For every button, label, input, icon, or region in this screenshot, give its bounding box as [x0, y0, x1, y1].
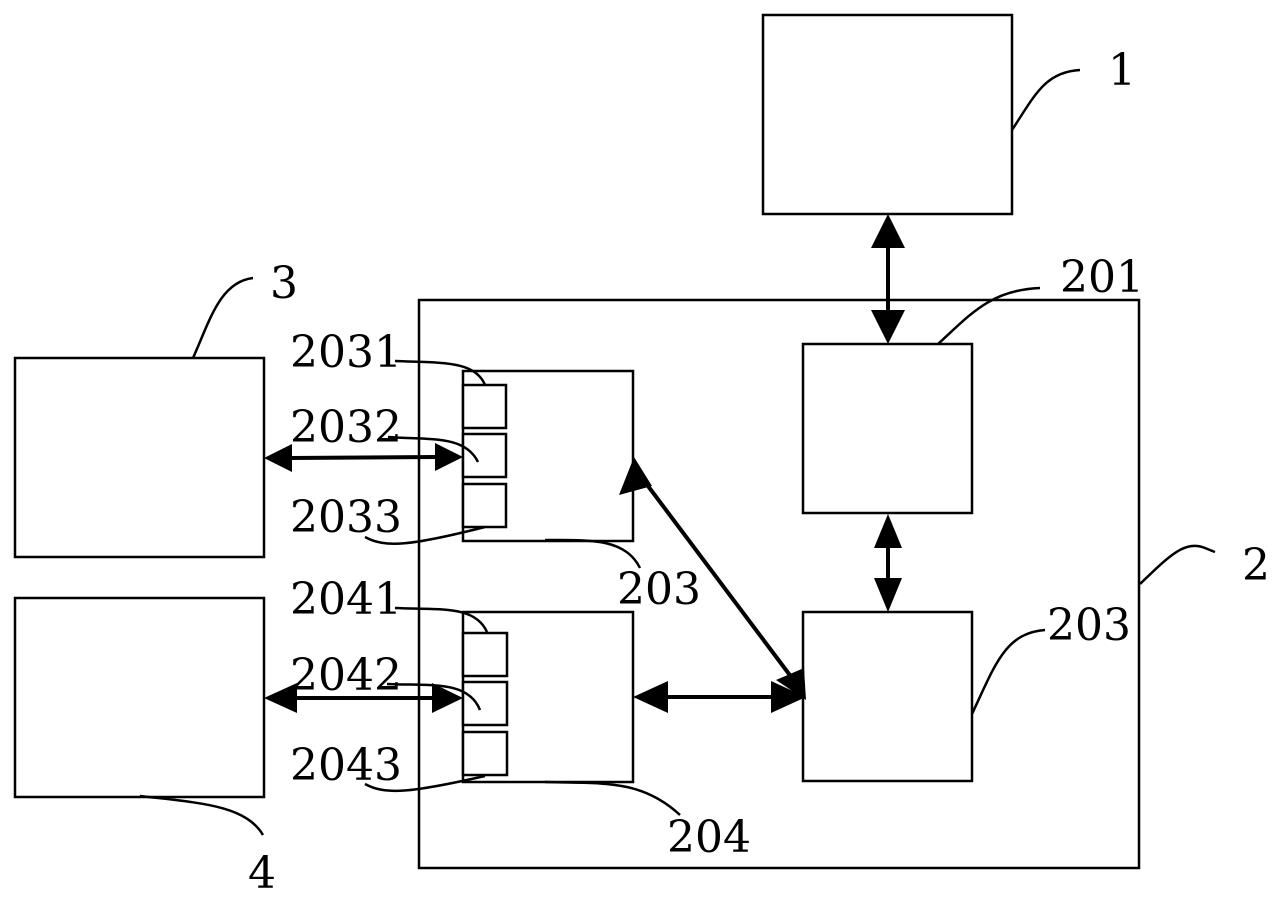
- leader-box-4: [139, 794, 265, 836]
- box-3: [13, 356, 266, 559]
- label-port-2042: 2042: [290, 650, 402, 701]
- label-module-203-left: 203: [617, 564, 701, 615]
- label-box-1: 1: [1108, 45, 1136, 96]
- label-port-2033: 2033: [290, 492, 402, 543]
- module-201: [801, 342, 974, 515]
- port-2033: [461, 482, 508, 529]
- leader-module-204: [544, 780, 681, 816]
- leader-port-2043: [364, 774, 486, 793]
- arrow-204-203: [633, 681, 806, 713]
- label-module-201: 201: [1060, 252, 1144, 303]
- label-box-3: 3: [270, 258, 298, 309]
- leader-module-203-left: [544, 538, 642, 569]
- leader-box-1: [1010, 68, 1081, 131]
- port-2043: [461, 730, 509, 777]
- module-203-right: [801, 610, 974, 783]
- port-2032: [461, 432, 508, 479]
- label-port-2032: 2032: [290, 402, 402, 453]
- label-box-4: 4: [248, 848, 276, 899]
- arrow-201-203: [874, 514, 902, 612]
- arrow-203left-203right: [619, 457, 806, 700]
- leader-port-2033: [364, 525, 486, 545]
- port-2042: [461, 680, 509, 727]
- label-port-2041: 2041: [290, 574, 402, 625]
- arrow-1-201: [871, 214, 905, 344]
- label-port-2043: 2043: [290, 740, 402, 791]
- leader-port-2042: [386, 682, 482, 711]
- leader-box-2: [1139, 544, 1216, 585]
- label-module-204: 204: [667, 812, 751, 863]
- leader-port-2041: [394, 606, 489, 633]
- leader-module-203-right: [970, 628, 1046, 715]
- arrow-4-2042: [264, 683, 463, 713]
- label-box-2: 2: [1242, 540, 1270, 591]
- box-4: [13, 596, 266, 799]
- port-2041: [461, 631, 509, 678]
- arrow-3-2032: [264, 443, 463, 472]
- leader-port-2031: [394, 359, 487, 386]
- port-2031: [461, 383, 508, 430]
- label-module-203-right: 203: [1047, 600, 1131, 651]
- label-port-2031: 2031: [290, 327, 402, 378]
- leader-box-3: [191, 276, 254, 359]
- leader-port-2032: [387, 435, 480, 463]
- box-1: [761, 13, 1014, 216]
- leader-module-201: [937, 286, 1041, 345]
- box-2: [417, 298, 1141, 870]
